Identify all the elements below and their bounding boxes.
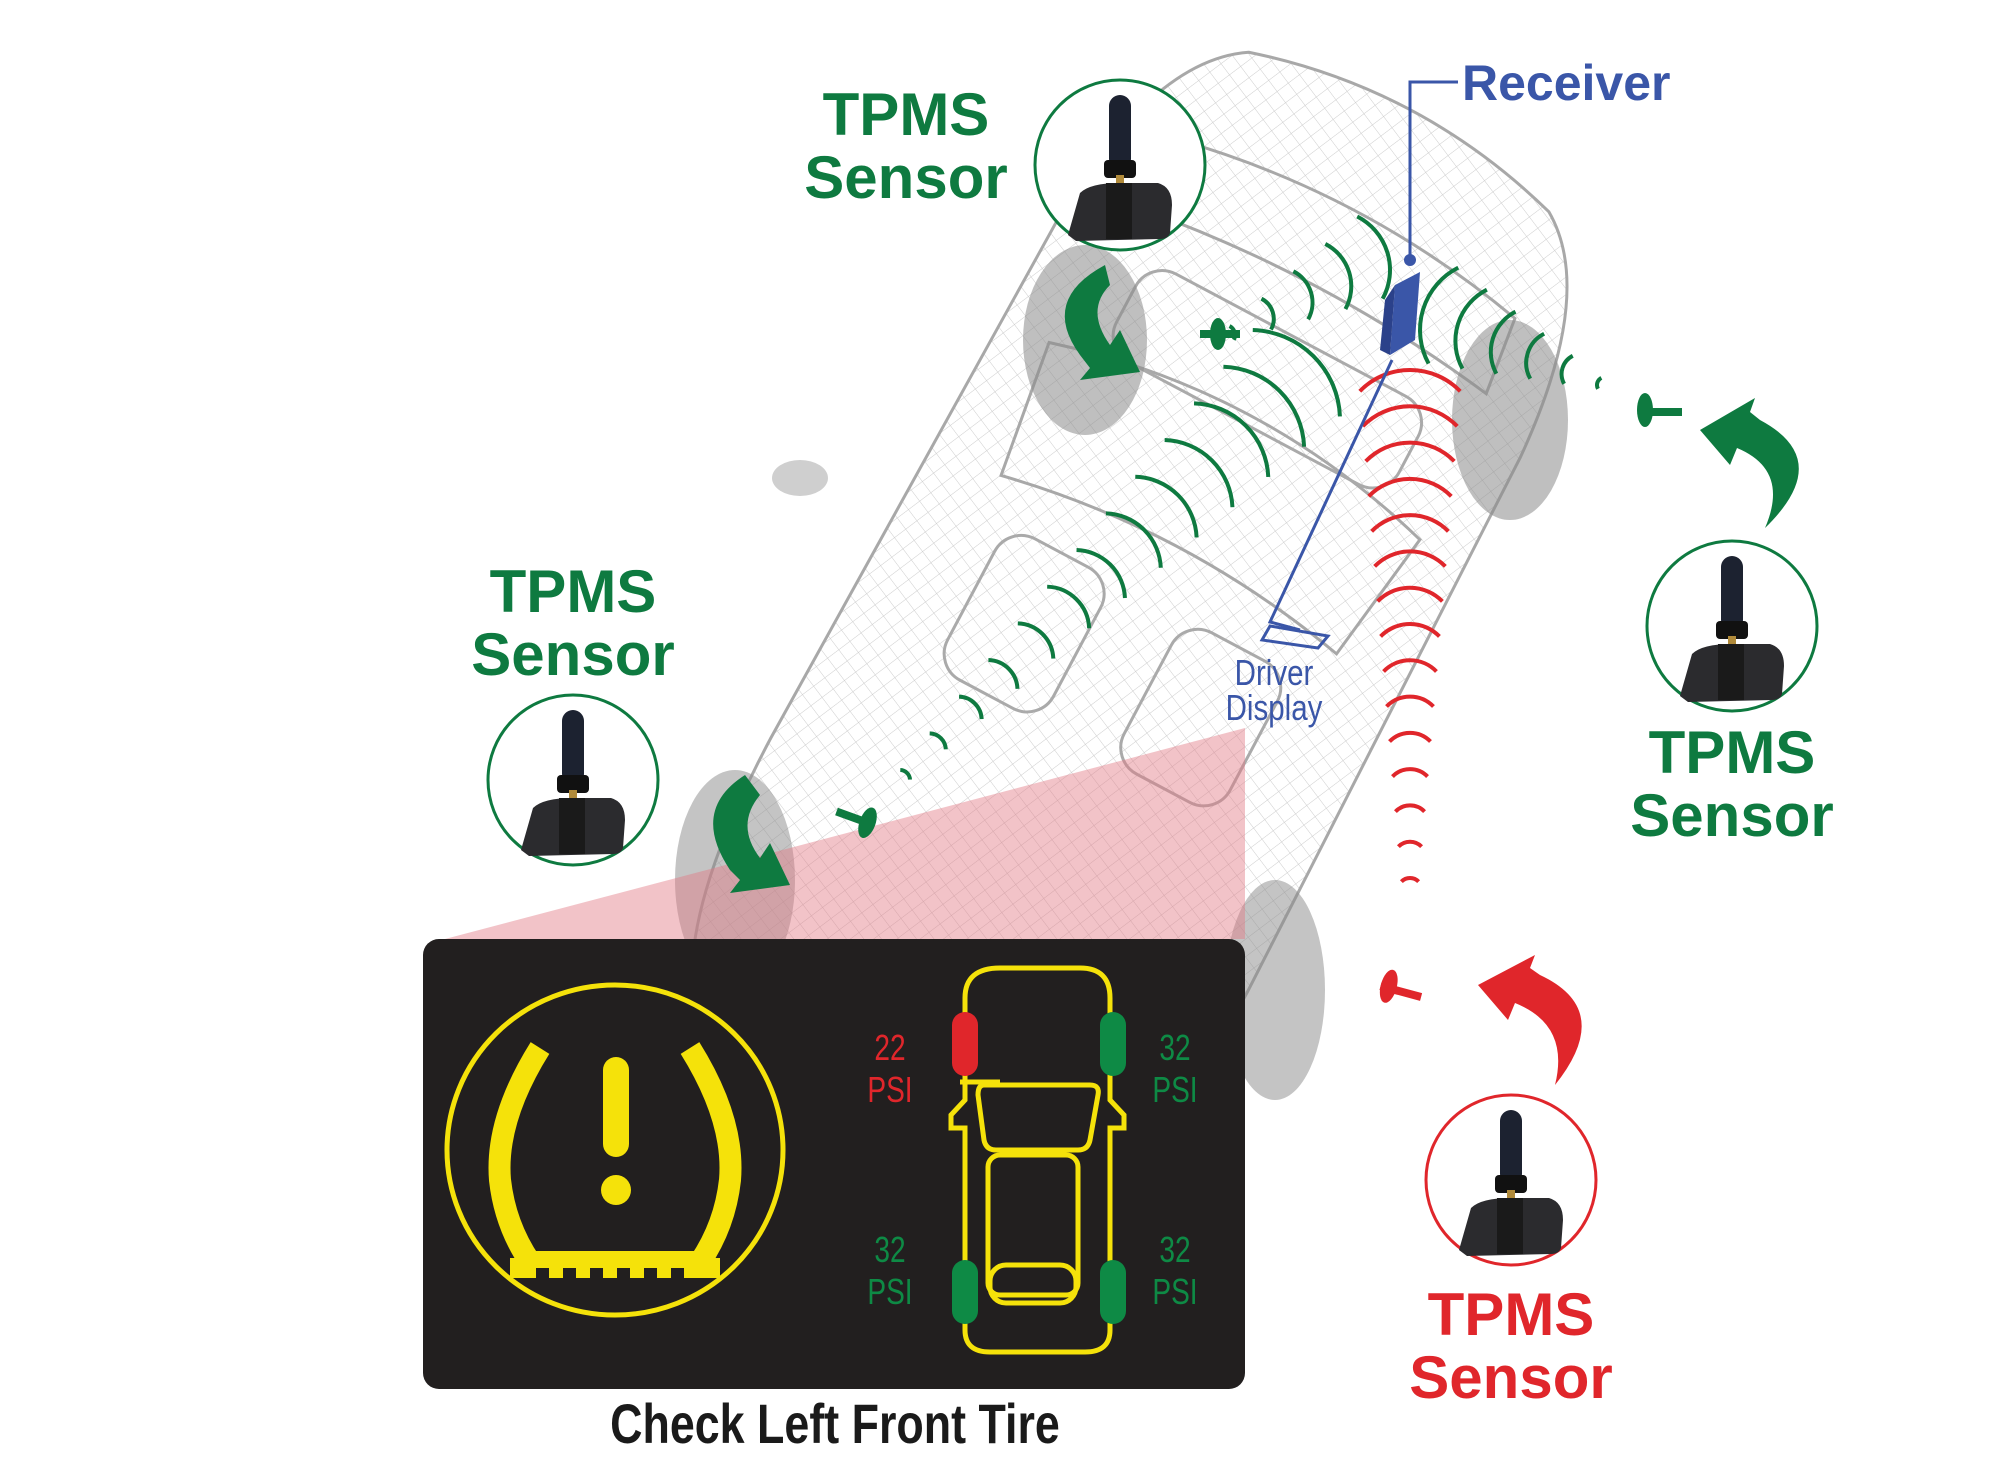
signal-arc [1356,214,1392,300]
wheel-front-left [675,770,795,990]
signal-arc [1260,296,1276,331]
rotation-arrow-icon [1700,398,1799,528]
car-top-view-icon [948,965,1127,1355]
tire-rear-left-pressure: 32 [874,1230,905,1270]
rotation-arrow-icon [1478,955,1582,1085]
signal-arc [1367,476,1453,498]
car-seat [1119,627,1283,808]
valve-stem-icon [1200,318,1240,350]
valve-stem-icon [1379,969,1423,1003]
sensor-rear-left-callout [1033,78,1207,252]
signal-arc [1324,242,1354,310]
side-mirror [772,460,828,496]
tire-rear-left-unit: PSI [867,1272,912,1312]
tpms-sensor-icon [1459,1110,1563,1256]
sensor-label-front-left-line1: TPMS [490,558,657,625]
receiver-leader-line [1408,80,1458,258]
tire-front-left-unit: PSI [867,1070,912,1110]
signal-waves [900,214,1603,884]
receiver-dot [1404,254,1416,266]
tpms-sensor-icon [521,710,625,856]
receiver-box-side [1380,285,1395,355]
signal-arc [1252,328,1342,417]
car-seat [942,533,1106,714]
signal-arc [1488,309,1517,375]
wheel-front-right [1225,880,1325,1100]
signal-arc [1376,585,1444,603]
display-projection [445,728,1245,939]
tire-front-left-pressure: 22 [874,1028,905,1068]
sensor-rear-right-callout [1645,539,1819,713]
dashboard-caption: Check Left Front Tire [610,1392,1060,1455]
rotation-arrow-icon [713,775,790,893]
receiver-to-display-line [1267,359,1394,632]
receiver [1259,80,1458,650]
signal-arc [1373,549,1447,568]
signal-arc [1370,513,1450,533]
signal-arc [1105,511,1163,568]
signal-arc [1047,584,1092,629]
tire-front-right-pressure: 32 [1159,1028,1190,1068]
signal-arc [1391,767,1429,779]
signal-arc [1453,287,1488,370]
tire-front-right-indicator [1100,1012,1126,1076]
sensor-front-left-callout [486,693,660,867]
signal-arc [1382,658,1438,673]
wheel-rear-right [1452,320,1568,520]
tpms-sensor-icon [1068,95,1172,241]
signal-arc [1358,368,1462,393]
signal-arc [1595,376,1603,390]
signal-arc [900,768,912,780]
signal-arc [1379,622,1441,638]
receiver-box [1390,272,1420,355]
receiver-label: Receiver [1462,55,1671,111]
signal-arc [1364,440,1456,463]
sensor-label-front-left-line2: Sensor [471,621,674,688]
sensor-label-rear-left-line1: TPMS [823,81,990,148]
signal-arc [1361,404,1459,428]
sensor-label-rear-left-line2: Sensor [804,144,1007,211]
tire-rear-right-pressure: 32 [1159,1230,1190,1270]
signal-arc [1388,730,1432,743]
sensor-front-right-callout [1424,1093,1598,1267]
signal-arc [1394,803,1426,814]
signal-arc [1396,839,1424,849]
sensor-label-front-right-line1: TPMS [1428,1281,1595,1348]
signal-arc [929,731,948,750]
driver-display-icon [1259,624,1331,650]
signal-arc [1164,438,1235,508]
signal-arc [1017,621,1056,659]
tire-rear-right-unit: PSI [1152,1272,1197,1312]
sensor-label-rear-right-line1: TPMS [1649,719,1816,786]
signal-arc [1292,269,1315,321]
valve-stem-icon [835,807,877,839]
rotation-arrow-icon [1064,265,1140,380]
dashboard-panel: 22 PSI 32 PSI 32 PSI 32 PSI [423,939,1245,1389]
tpms-sensor-icon [1680,556,1784,702]
signal-arc [988,658,1020,689]
signal-arc [1193,401,1271,478]
signal-arc [1385,694,1435,708]
signal-arc [1399,876,1421,884]
signal-arc [1076,548,1127,599]
tire-rear-left-indicator [952,1260,978,1324]
tire-rear-right-indicator [1100,1260,1126,1324]
sensor-label-front-right-line2: Sensor [1409,1344,1612,1411]
signal-arc [1223,364,1307,447]
car-wireframe [690,50,1569,1221]
valve-stem-icon [1637,393,1682,427]
tpms-warning-icon [444,982,786,1318]
signal-arc [1418,265,1460,365]
signal-arc [1559,354,1574,385]
driver-display-label-line2: Display [1226,687,1323,727]
driver-display-label-line1: Driver [1235,652,1314,692]
sensor-label-rear-right-line2: Sensor [1630,782,1833,849]
signal-arc [1524,331,1546,380]
signal-arc [958,694,984,720]
tire-front-left-indicator [952,1012,978,1076]
signal-arc [1135,474,1199,538]
tire-front-right-unit: PSI [1152,1070,1197,1110]
